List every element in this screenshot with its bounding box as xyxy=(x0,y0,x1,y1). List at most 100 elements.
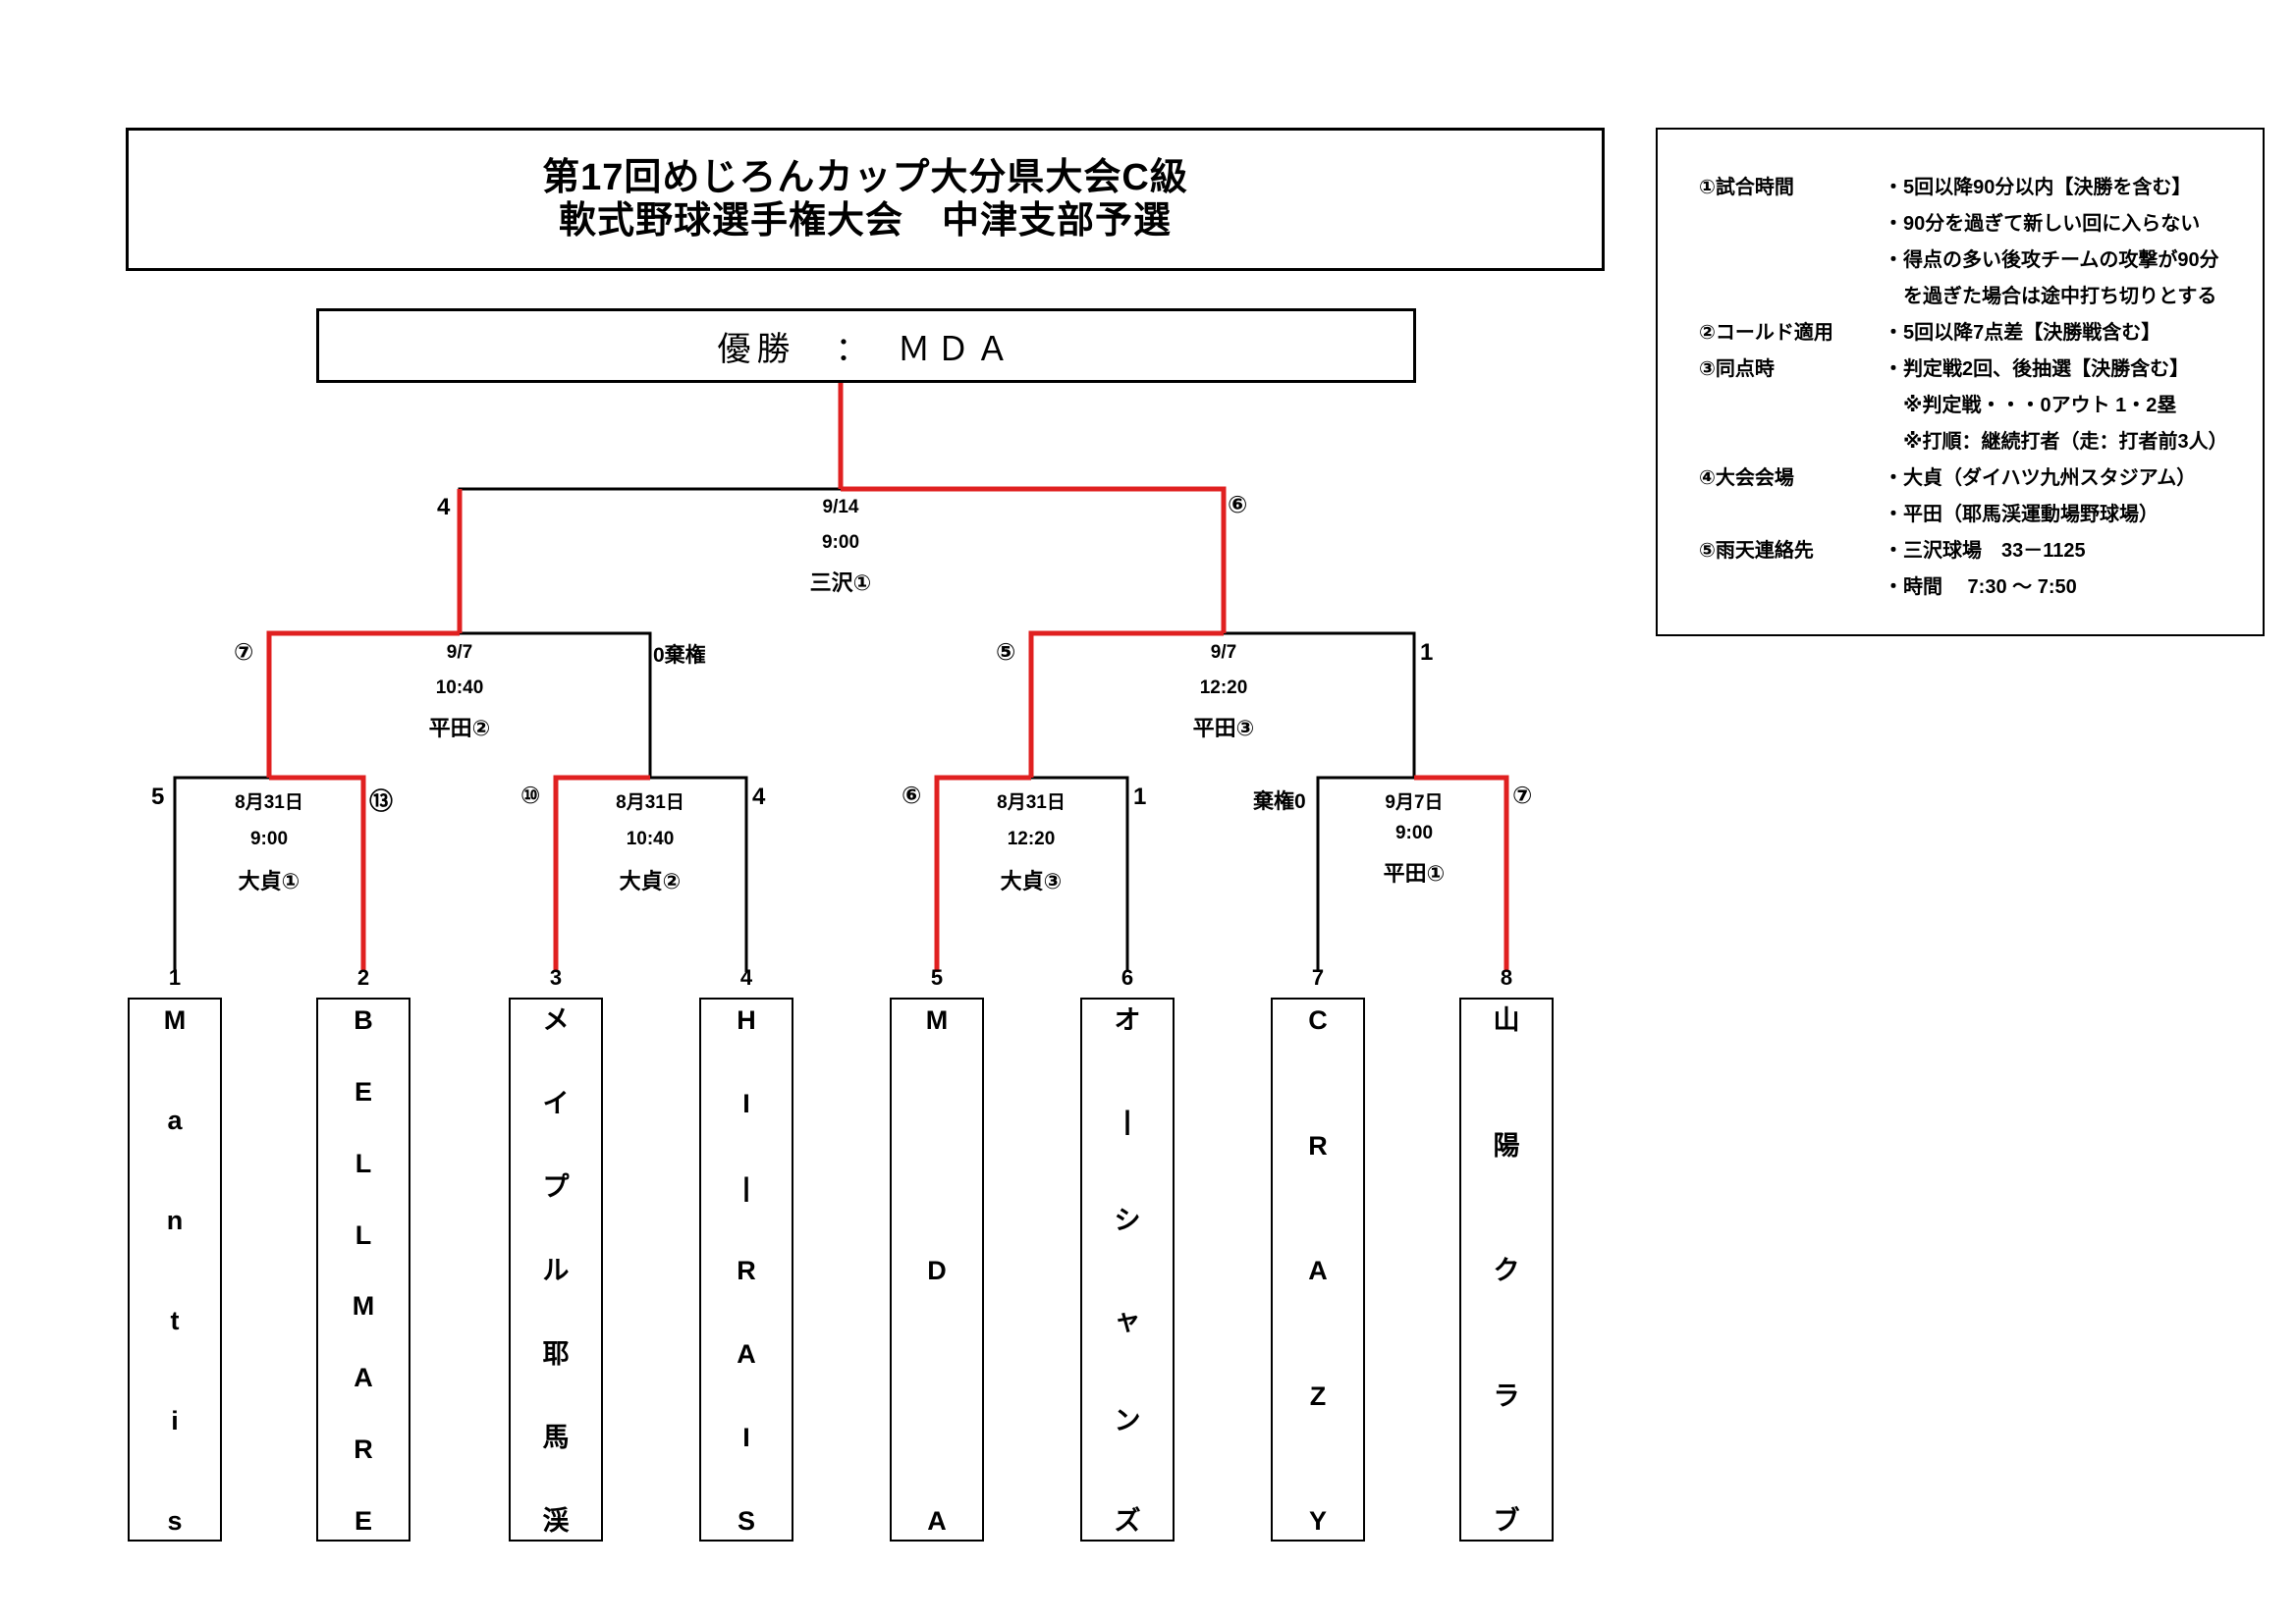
rules-box: ①試合時間・5回以降90分以内【決勝を含む】・90分を過ぎて新しい回に入らない・… xyxy=(1656,128,2265,636)
r2-m2-winner-line xyxy=(1028,630,1224,778)
team-name-char: ャ xyxy=(1114,1306,1141,1335)
team-name-char: ラ xyxy=(1493,1380,1520,1411)
team-name-char: ル xyxy=(542,1256,570,1285)
winner-box: 優勝 ： ＭＤＡ xyxy=(316,308,1416,383)
r2-m1-score-left: ⑦ xyxy=(234,639,254,666)
rule-value: ※打順：継続打者（走：打者前3人） xyxy=(1884,431,2228,453)
title-line-1: 第17回めじろんカップ大分県大会C級 xyxy=(542,157,1188,198)
r1-m1-score-right: ⑬ xyxy=(369,788,393,815)
team-name-char: 山 xyxy=(1493,1005,1520,1035)
team-name-char: A xyxy=(354,1363,373,1393)
rule-value: ・判定戦2回、後抽選【決勝含む】 xyxy=(1884,358,2190,380)
r2-m1-right-line xyxy=(460,631,652,778)
team-name-char: オ xyxy=(1114,1005,1141,1035)
team-name-char: E xyxy=(354,1076,372,1107)
rule-value: ・時間 7:30 ～ 7:50 xyxy=(1884,576,2077,598)
team-name-box: 山陽クラブ xyxy=(1459,998,1554,1542)
rule-value: ※判定戦・・・0アウト 1・2塁 xyxy=(1884,395,2177,416)
team-name-char: D xyxy=(927,1256,947,1285)
r2-m2-score-left: ⑤ xyxy=(996,639,1016,666)
r1-m3-right-line xyxy=(1031,776,1129,972)
team-name-char: M xyxy=(925,1005,949,1035)
team-name-char: i xyxy=(171,1406,179,1435)
r2-m2-date: 9/7 xyxy=(1210,642,1237,663)
team-name-char: | xyxy=(742,1172,750,1202)
r1-m4-winner-line xyxy=(1414,775,1509,972)
r2-m2-venue: 平田③ xyxy=(1192,716,1255,740)
team-slot-number: 2 xyxy=(356,965,370,990)
r1-m4-date: 9月7日 xyxy=(1385,792,1444,813)
team-name-char: Y xyxy=(1308,1506,1327,1536)
r1-m4-left-line xyxy=(1316,776,1414,972)
team-slot-number: 5 xyxy=(930,965,944,990)
r2-m1-venue: 平田② xyxy=(428,716,491,740)
r1-m2-score-right: 4 xyxy=(752,784,766,810)
team-name-char: I xyxy=(742,1089,750,1118)
team-slot-number: 6 xyxy=(1121,965,1134,990)
team-name-char: シ xyxy=(1114,1206,1141,1235)
r1-m2-time: 10:40 xyxy=(626,829,675,849)
team-name-char: t xyxy=(170,1306,180,1335)
team-name-char: A xyxy=(737,1339,756,1369)
rule-key: ⑤雨天連絡先 xyxy=(1699,540,1814,562)
team-name-char: R xyxy=(737,1256,756,1285)
team-name-char: ク xyxy=(1493,1256,1520,1285)
final-date: 9/14 xyxy=(822,497,859,517)
rule-value: ・得点の多い後攻チームの攻撃が90分 xyxy=(1884,249,2219,271)
r1-m4-score-right: ⑦ xyxy=(1512,783,1533,809)
r1-m2-venue: 大貞② xyxy=(619,869,682,893)
r1-m1-venue: 大貞① xyxy=(238,869,301,893)
r1-m4-venue: 平田① xyxy=(1383,861,1446,886)
rule-value: ・90分を過ぎて新しい回に入らない xyxy=(1884,213,2201,235)
team-name-box: メイプル耶馬渓 xyxy=(509,998,603,1542)
r2-m2-time: 12:20 xyxy=(1199,677,1248,698)
r1-m3-score-left: ⑥ xyxy=(902,783,922,809)
final-venue: 三沢① xyxy=(809,570,872,595)
final-score-right: ⑥ xyxy=(1228,492,1248,518)
team-name-char: プ xyxy=(542,1172,570,1202)
team-name-char: R xyxy=(1308,1130,1328,1161)
r1-m4-time: 9:00 xyxy=(1394,823,1434,843)
team-slot-number: 7 xyxy=(1311,965,1325,990)
rule-key: ③同点時 xyxy=(1699,358,1775,380)
title-line-2: 軟式野球選手権大会 中津支部予選 xyxy=(558,200,1172,242)
team-name-char: S xyxy=(737,1506,755,1536)
r1-m2-score-left: ⑩ xyxy=(520,783,541,809)
r1-m3-time: 12:20 xyxy=(1007,829,1056,849)
rule-value: ・5回以降7点差【決勝戦含む】 xyxy=(1884,322,2161,344)
r1-m3-venue: 大貞③ xyxy=(1000,869,1063,893)
tournament-title-box: 第17回めじろんカップ大分県大会C級 軟式野球選手権大会 中津支部予選 xyxy=(126,128,1605,271)
r2-m2-right-line xyxy=(1224,631,1416,778)
r1-m2-winner-line xyxy=(553,775,650,972)
r1-m2-right-line xyxy=(650,776,748,972)
team-name-char: A xyxy=(1308,1256,1328,1285)
team-name-char: L xyxy=(355,1148,372,1178)
team-name-char: M xyxy=(352,1291,375,1322)
r1-m3-score-right: 1 xyxy=(1133,784,1147,810)
r2-m1-time: 10:40 xyxy=(435,677,484,698)
team-name-char: 馬 xyxy=(542,1423,570,1452)
final-right-line xyxy=(841,486,1227,633)
team-name-char: A xyxy=(927,1506,947,1536)
r1-m1-winner-line xyxy=(269,775,366,972)
rule-key: ④大会会場 xyxy=(1699,467,1794,489)
rule-key: ②コールド適用 xyxy=(1699,322,1833,344)
r1-m3-winner-line xyxy=(934,775,1031,972)
r1-m3-date: 8月31日 xyxy=(997,792,1066,813)
rule-value: ・5回以降90分以内【決勝を含む】 xyxy=(1884,177,2192,198)
team-name-char: ン xyxy=(1114,1406,1141,1435)
team-name-char: Z xyxy=(1309,1380,1327,1411)
team-name-box: M D A xyxy=(890,998,984,1542)
team-name-char: H xyxy=(737,1005,756,1035)
team-name-char: n xyxy=(166,1206,184,1235)
team-name-char: ズ xyxy=(1114,1506,1141,1536)
rule-value: ・三沢球場 33－1125 xyxy=(1884,540,2086,562)
team-name-char: M xyxy=(163,1005,187,1035)
rule-value: ・平田（耶馬渓運動場野球場） xyxy=(1884,504,2159,525)
final-score-left: 4 xyxy=(437,494,451,520)
